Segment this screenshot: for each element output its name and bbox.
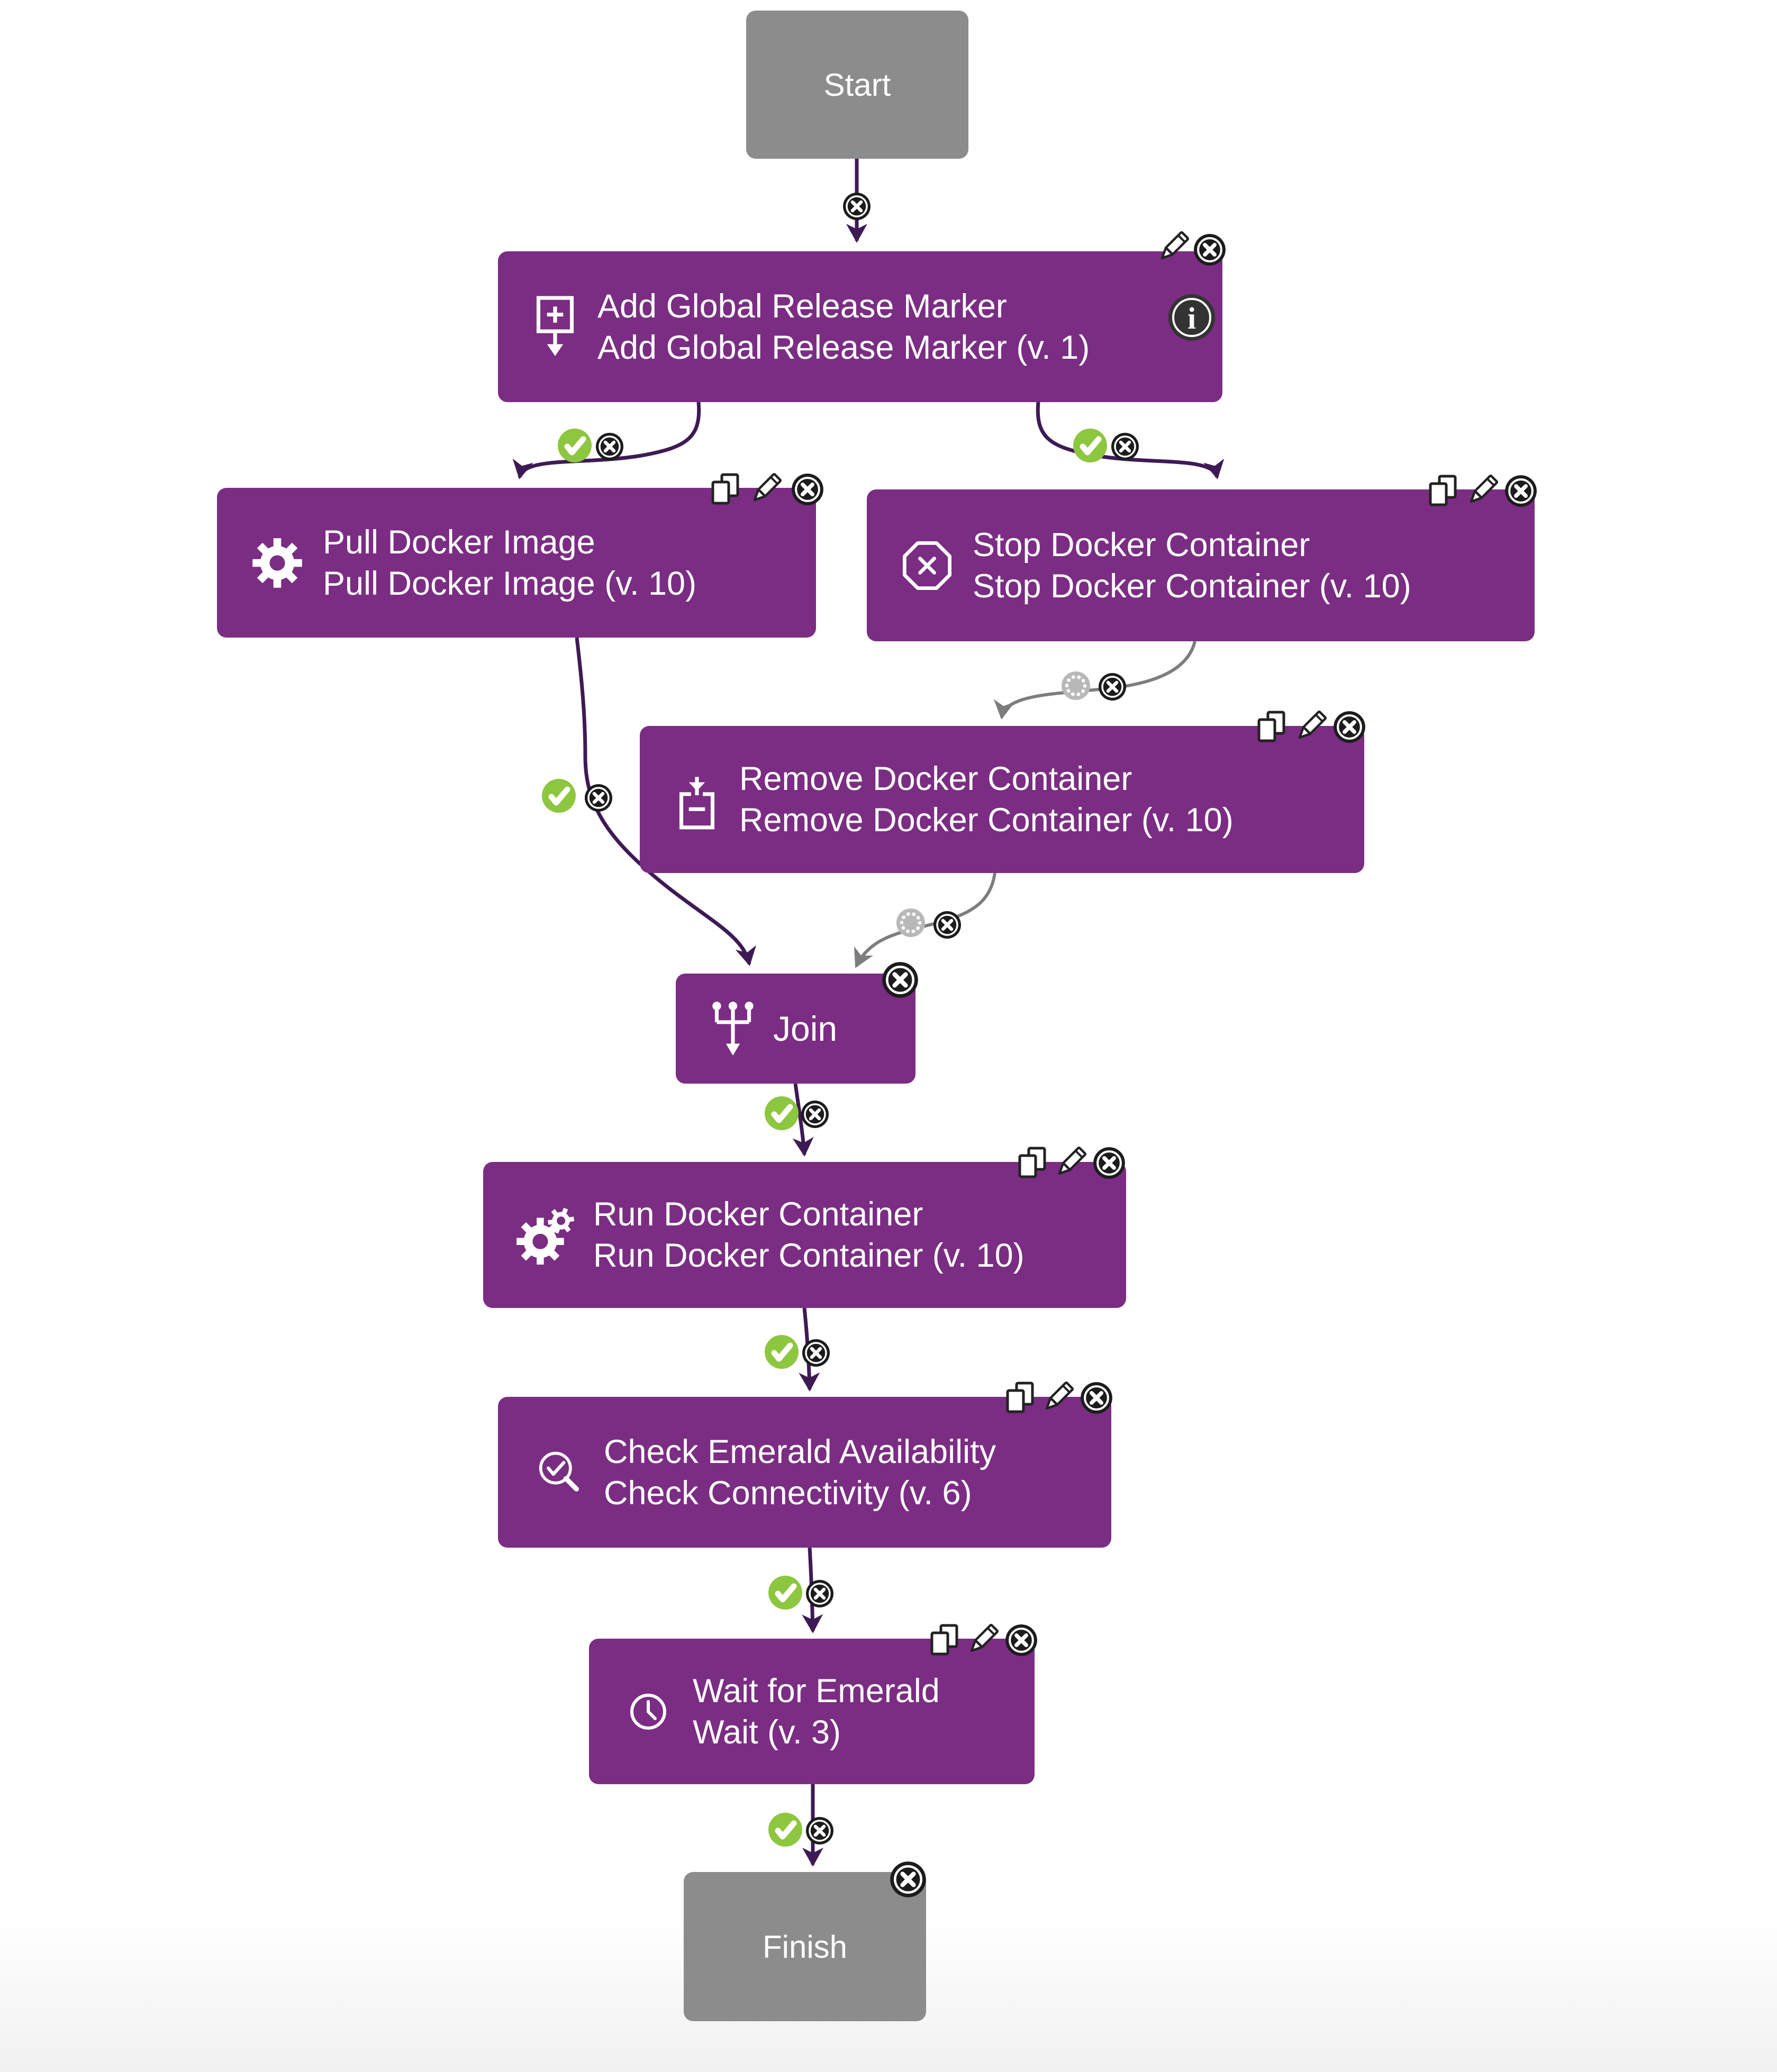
search-check-icon (539, 1451, 579, 1492)
task-title: Add Global Release Marker (597, 287, 1007, 325)
delete-task-icon[interactable] (1093, 1147, 1125, 1179)
task-subtitle: Remove Docker Container (v. 10) (739, 802, 1234, 839)
delete-task-icon[interactable] (1334, 711, 1365, 743)
task-subtitle: Check Connectivity (v. 6) (604, 1474, 972, 1512)
task-subtitle: Pull Docker Image (v. 10) (323, 565, 697, 602)
node-add-global-release-marker[interactable]: Add Global Release Marker Add Global Rel… (498, 251, 1222, 402)
delete-edge-icon[interactable] (801, 1101, 829, 1128)
node-join[interactable]: Join (676, 974, 915, 1084)
node-start[interactable]: Start (746, 11, 968, 159)
delete-task-icon[interactable] (1081, 1382, 1112, 1414)
add-release-marker-icon (536, 296, 574, 356)
node-pull-docker-image[interactable]: Pull Docker Image Pull Docker Image (v. … (217, 488, 816, 638)
task-title: Pull Docker Image (323, 523, 595, 561)
delete-edge-icon[interactable] (806, 1580, 833, 1607)
finish-label: Finish (762, 1929, 848, 1965)
any-outcome-condition-icon[interactable] (1062, 671, 1090, 700)
join-icon (712, 1002, 754, 1056)
delete-edge-icon[interactable] (843, 193, 871, 220)
info-icon[interactable] (1167, 293, 1216, 342)
edit-task-icon[interactable] (1159, 232, 1189, 261)
delete-task-icon[interactable] (882, 962, 918, 998)
success-condition-icon[interactable] (1073, 429, 1107, 462)
gears-icon (516, 1207, 575, 1265)
delete-edge-icon[interactable] (1099, 673, 1126, 701)
task-title: Run Docker Container (593, 1196, 923, 1233)
success-condition-icon[interactable] (768, 1813, 802, 1847)
success-condition-icon[interactable] (765, 1335, 799, 1369)
delete-edge-icon[interactable] (596, 433, 623, 460)
edit-task-icon[interactable] (1468, 475, 1498, 505)
success-condition-icon[interactable] (768, 1576, 802, 1610)
delete-task-icon[interactable] (792, 474, 823, 505)
task-title: Remove Docker Container (739, 760, 1132, 797)
delete-task-icon[interactable] (1505, 475, 1537, 507)
node-wait-for-emerald[interactable]: Wait for Emerald Wait (v. 3) (589, 1639, 1035, 1784)
edge-join-to-run[interactable] (792, 1083, 814, 1157)
duplicate-task-icon[interactable] (932, 1625, 957, 1654)
task-subtitle: Add Global Release Marker (v. 1) (597, 329, 1090, 366)
task-title: Wait for Emerald (693, 1672, 940, 1710)
node-stop-docker-container[interactable]: Stop Docker Container Stop Docker Contai… (867, 489, 1535, 641)
remove-container-icon (679, 777, 715, 830)
duplicate-task-icon[interactable] (1430, 476, 1455, 505)
task-title: Check Emerald Availability (604, 1433, 996, 1470)
node-check-emerald-availability[interactable]: Check Emerald Availability Check Connect… (498, 1397, 1111, 1548)
duplicate-task-icon[interactable] (1259, 712, 1284, 741)
success-condition-icon[interactable] (558, 429, 592, 462)
gear-icon (252, 538, 302, 588)
duplicate-task-icon[interactable] (713, 475, 738, 503)
delete-edge-icon[interactable] (933, 911, 961, 939)
join-label: Join (773, 1009, 838, 1048)
delete-task-icon[interactable] (1005, 1624, 1037, 1656)
edit-task-icon[interactable] (1056, 1147, 1086, 1177)
edit-task-icon[interactable] (751, 474, 781, 503)
node-run-docker-container[interactable]: Run Docker Container Run Docker Containe… (483, 1162, 1126, 1308)
edit-task-icon[interactable] (1044, 1382, 1073, 1412)
delete-edge-icon[interactable] (802, 1339, 830, 1367)
node-remove-docker-container[interactable]: Remove Docker Container Remove Docker Co… (640, 726, 1364, 873)
any-outcome-condition-icon[interactable] (896, 908, 925, 937)
delete-edge-icon[interactable] (1111, 433, 1139, 460)
edge-add-marker-to-pull[interactable] (512, 402, 701, 479)
duplicate-task-icon[interactable] (1008, 1383, 1032, 1412)
node-finish[interactable]: Finish (684, 1872, 926, 2021)
task-title: Stop Docker Container (973, 526, 1310, 564)
task-subtitle: Wait (v. 3) (693, 1713, 841, 1751)
edge-pull-to-join[interactable] (575, 637, 756, 966)
duplicate-task-icon[interactable] (1020, 1148, 1045, 1177)
task-subtitle: Run Docker Container (v. 10) (593, 1237, 1025, 1274)
delete-task-icon[interactable] (1194, 234, 1226, 266)
delete-edge-icon[interactable] (585, 784, 612, 812)
edit-task-icon[interactable] (968, 1624, 998, 1654)
task-subtitle: Stop Docker Container (v. 10) (973, 567, 1411, 605)
start-label: Start (823, 67, 891, 103)
stop-octagon-icon (902, 541, 952, 590)
delete-edge-icon[interactable] (806, 1817, 833, 1844)
edit-task-icon[interactable] (1297, 711, 1326, 741)
success-condition-icon[interactable] (542, 779, 576, 813)
clock-icon (630, 1693, 666, 1730)
delete-task-icon[interactable] (890, 1861, 926, 1897)
success-condition-icon[interactable] (765, 1096, 799, 1130)
